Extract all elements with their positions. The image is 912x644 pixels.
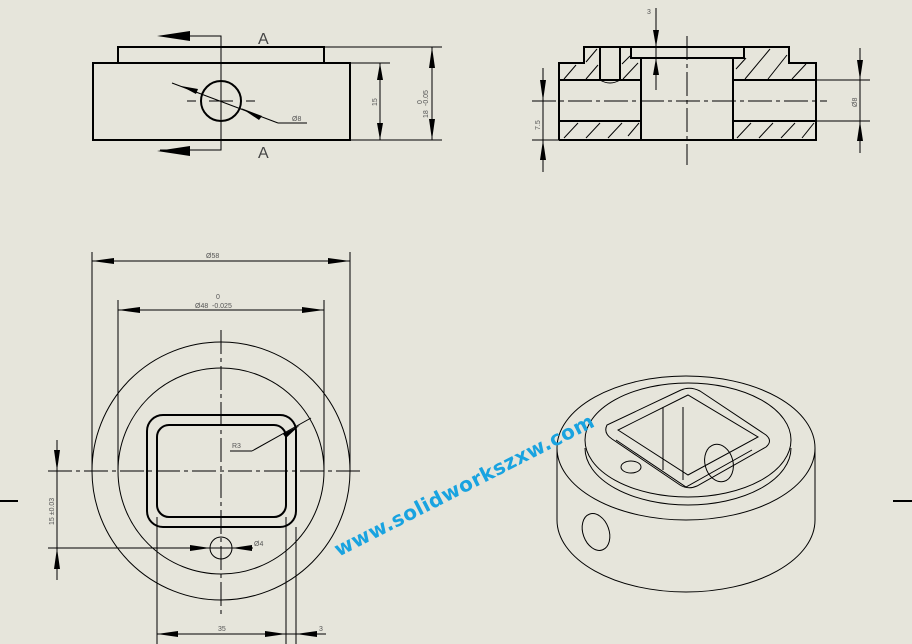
top-view: Ø58 0 Ø48 -0.025 R3 Ø4 15 ±0.03 35 [48,252,364,644]
iso-inner-side-hole [704,443,734,483]
corner-radius-dim: R3 [232,443,241,450]
section-step-dim: 3 [647,9,651,16]
section-arrow-top [157,31,190,41]
section-left-height-dim: 7.5 [535,120,542,130]
front-total-height-nominal: 18 [423,110,430,118]
small-hole-dim: Ø4 [254,541,263,548]
inner-diameter-tol-upper: 0 [216,294,220,301]
iso-outer-side-hole [581,513,611,551]
front-total-height-tol-lower: -0.05 [423,90,430,106]
wall-dim: 3 [319,626,323,633]
pocket-width-dim: 35 [218,626,226,633]
inner-diameter-tol-lower: -0.025 [212,303,232,310]
front-view: A A Ø8 15 0 18 -0.05 [92,31,442,162]
section-label-bottom: A [258,145,269,162]
section-arrow-bottom [157,146,190,156]
isometric-view [556,375,816,593]
offset-dim: 15 ±0.03 [49,498,56,525]
section-label-top: A [258,31,269,48]
section-view: 3 7.5 Ø8 [532,8,870,172]
inner-diameter-nominal: Ø48 [195,303,208,310]
front-total-height-tol-upper: 0 [417,100,424,104]
front-hole-dim: Ø8 [292,116,301,123]
outer-diameter-dim: Ø58 [206,253,219,260]
section-bore-dim: Ø8 [852,98,859,107]
section-cut-line [160,35,222,151]
iso-small-hole [620,460,642,474]
front-height-dim: 15 [372,98,379,106]
